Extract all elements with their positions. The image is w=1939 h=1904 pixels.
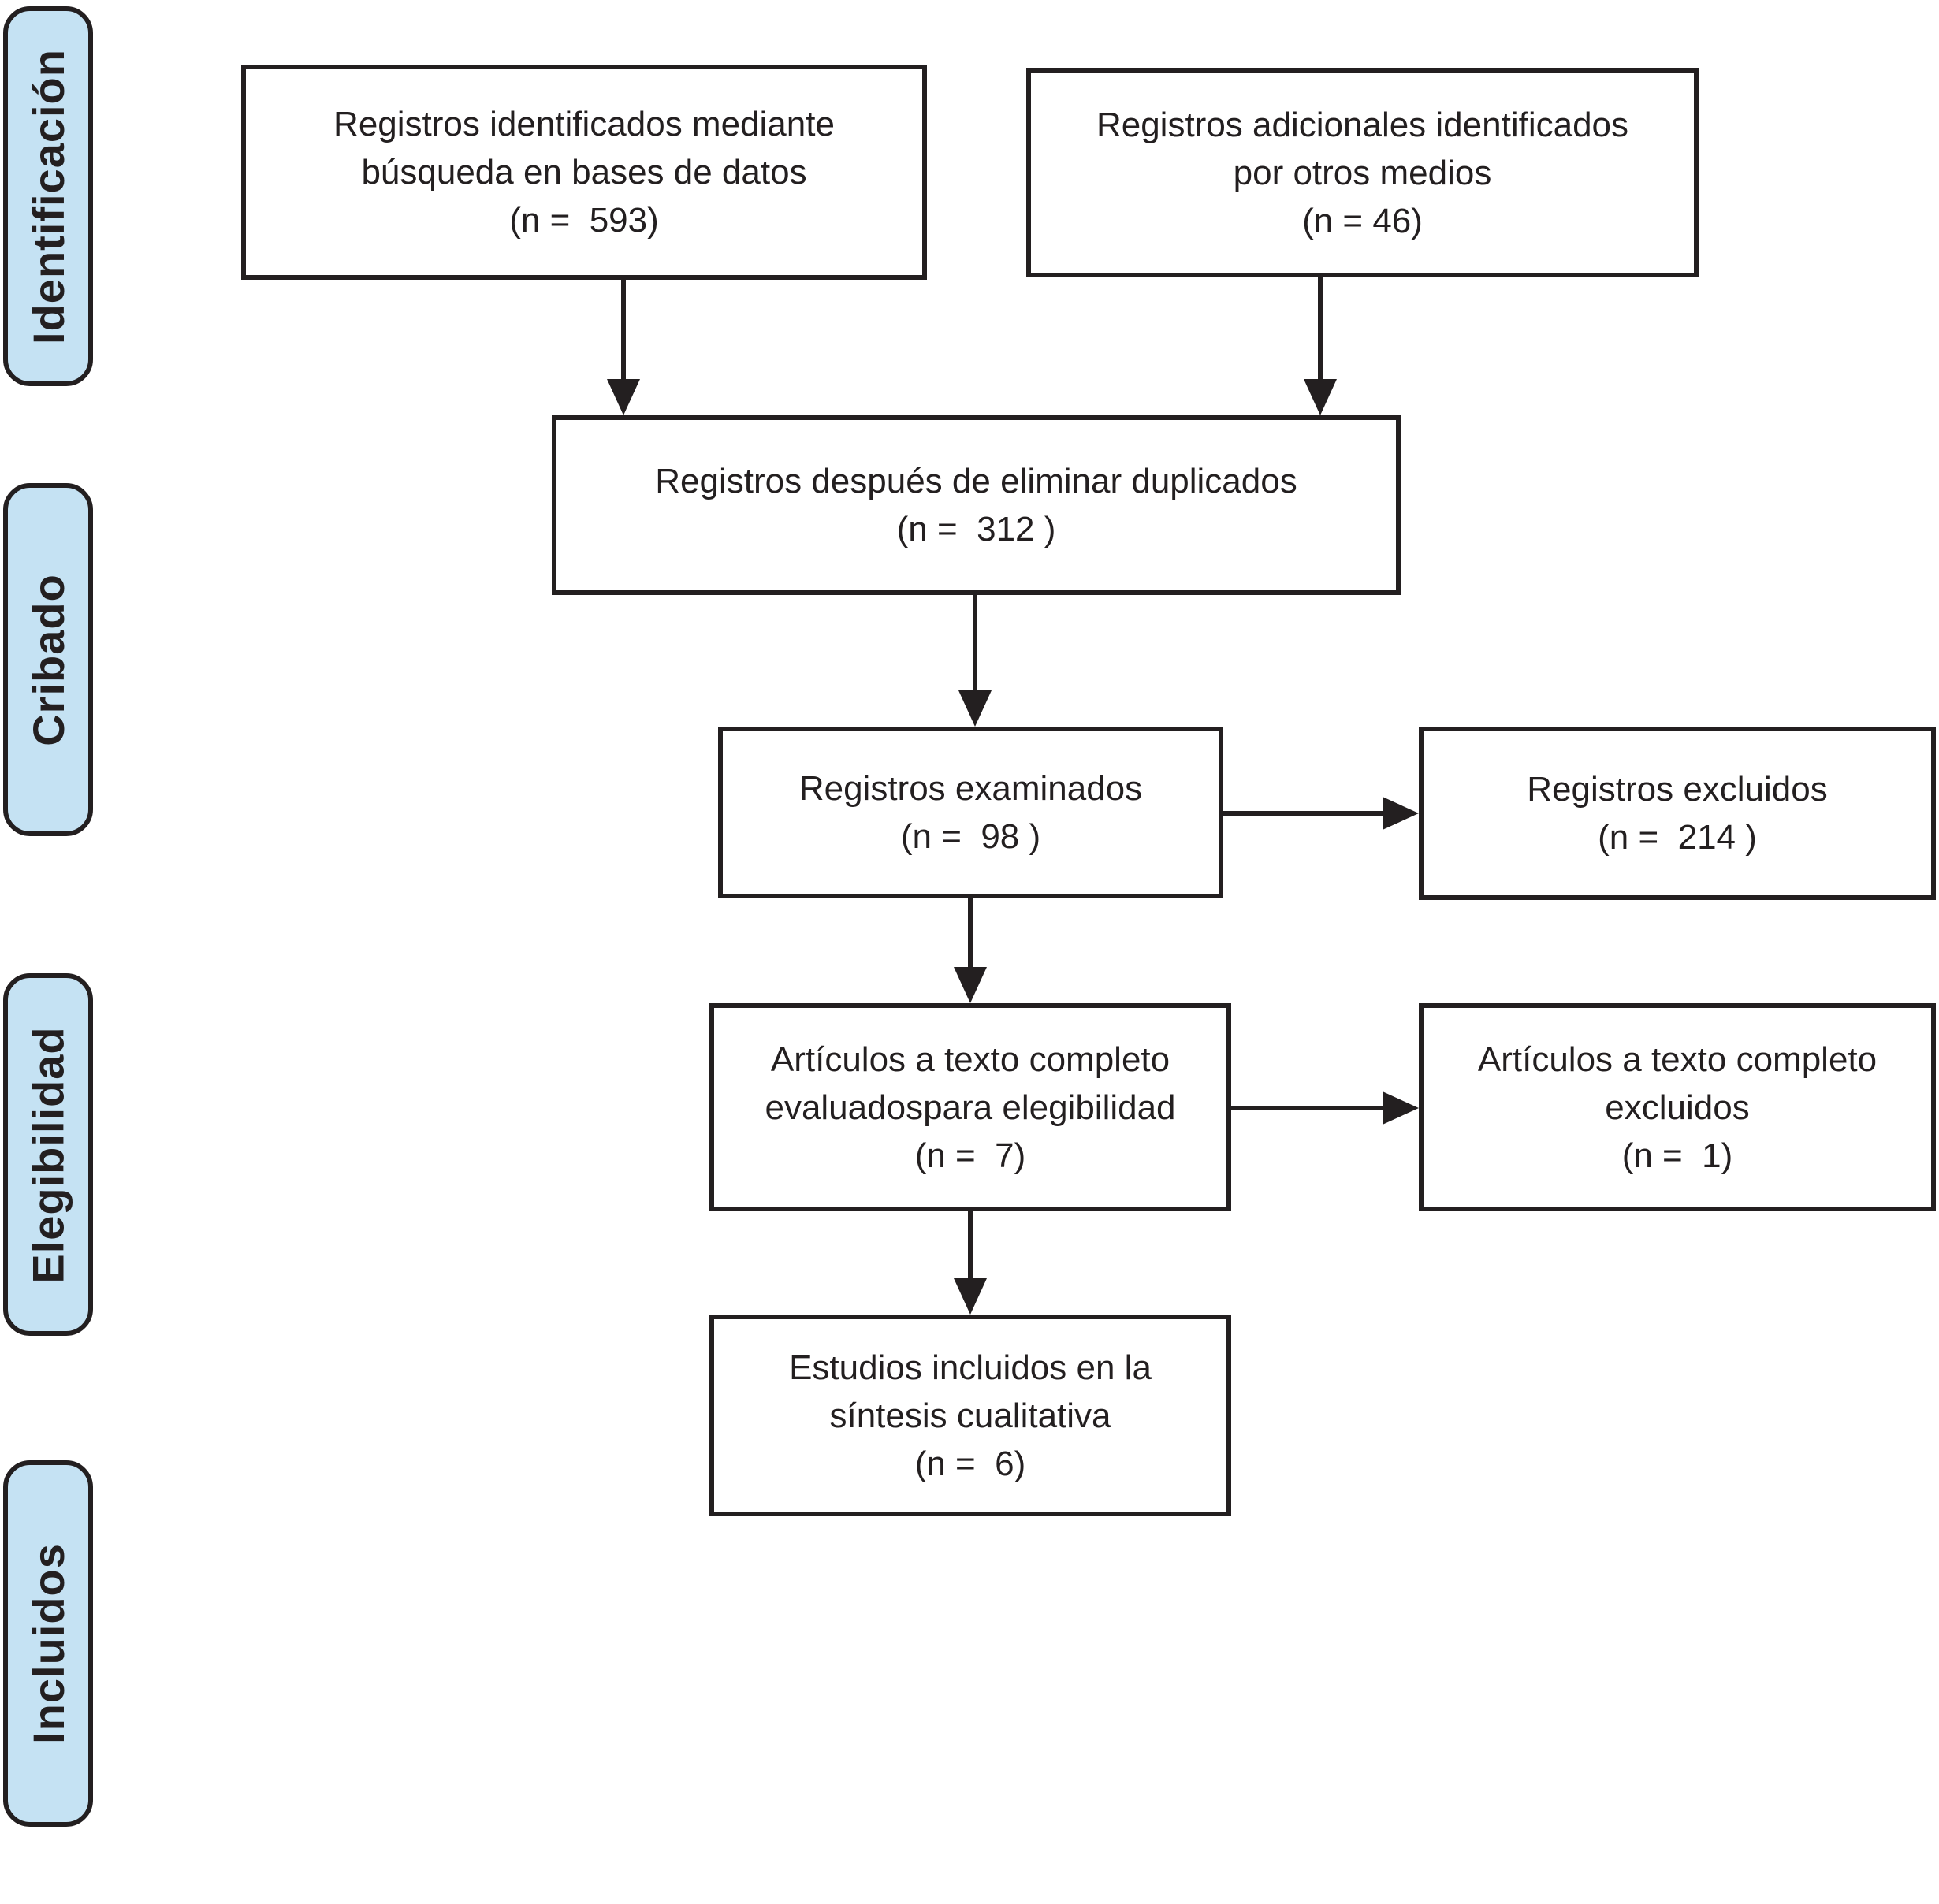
arrowhead-down-icon [1304,379,1337,415]
box-count: (n = 98 ) [900,817,1041,856]
box-text-line: Registros después de eliminar duplicados [655,462,1297,500]
arrow-fulltext-to-included [968,1211,973,1281]
arrowhead-right-icon [1383,797,1419,830]
box-count: (n = 1) [1621,1136,1733,1175]
box-text-line: Registros examinados [798,769,1143,808]
box-text-line: Artículos a texto completo [770,1039,1170,1079]
arrow-fulltext-to-fulltext-excluded [1231,1106,1386,1110]
box-fulltext-assessed-eligibility: Artículos a texto completo evaluadospara… [709,1003,1231,1211]
box-count: (n = 214 ) [1598,818,1757,857]
box-text-line: Estudios incluidos en la [789,1348,1152,1387]
box-count: (n = 312 ) [896,510,1056,549]
box-count: (n = 593) [509,201,659,240]
stage-label-cribado: Cribado [3,483,93,836]
stage-label-identificacion: Identificación [3,6,93,386]
arrow-other-sources-to-duplicates [1318,277,1323,384]
stage-label-text: Incluidos [23,1543,73,1744]
arrow-database-to-duplicates [621,280,626,384]
box-text-line: búsqueda en bases de datos [361,153,807,192]
box-text-line: Registros identificados mediante [333,105,835,143]
box-records-excluded: Registros excluidos (n = 214 ) [1419,727,1936,900]
box-records-screened: Registros examinados (n = 98 ) [718,727,1223,898]
box-records-identified-other-sources: Registros adicionales identificados por … [1026,68,1699,277]
box-text-line: Artículos a texto completo [1477,1039,1878,1079]
arrow-screened-to-fulltext [968,898,973,970]
box-studies-included-qualitative: Estudios incluidos en la síntesis cualit… [709,1315,1231,1516]
box-text-line: Registros excluidos [1527,770,1828,809]
arrow-duplicates-to-screened [973,595,977,694]
arrowhead-down-icon [958,690,992,727]
arrow-screened-to-excluded [1223,811,1386,816]
arrowhead-down-icon [954,1278,987,1315]
box-fulltext-excluded: Artículos a texto completo excluidos (n … [1419,1003,1936,1211]
stage-label-text: Elegibilidad [23,1025,73,1284]
box-text-line: Registros adicionales identificados [1096,105,1629,144]
box-text-line: por otros medios [1233,153,1492,192]
stage-label-text: Cribado [23,573,73,746]
box-records-after-duplicates-removed: Registros después de eliminar duplicados… [552,415,1401,595]
box-count: (n = 6) [914,1444,1026,1483]
stage-label-incluidos: Incluidos [3,1460,93,1827]
box-text-line: síntesis cualitativa [829,1396,1111,1435]
arrowhead-down-icon [607,379,640,415]
box-text-line: evaluadospara elegibilidad [765,1088,1176,1127]
box-text-line: excluidos [1605,1088,1750,1127]
stage-label-text: Identificación [23,48,73,344]
stage-label-elegibilidad: Elegibilidad [3,973,93,1336]
box-count: (n = 7) [914,1136,1026,1175]
arrowhead-down-icon [954,967,987,1003]
box-count: (n = 46) [1302,201,1423,240]
arrowhead-right-icon [1383,1091,1419,1125]
box-records-identified-database: Registros identificados mediante búsqued… [241,65,927,280]
